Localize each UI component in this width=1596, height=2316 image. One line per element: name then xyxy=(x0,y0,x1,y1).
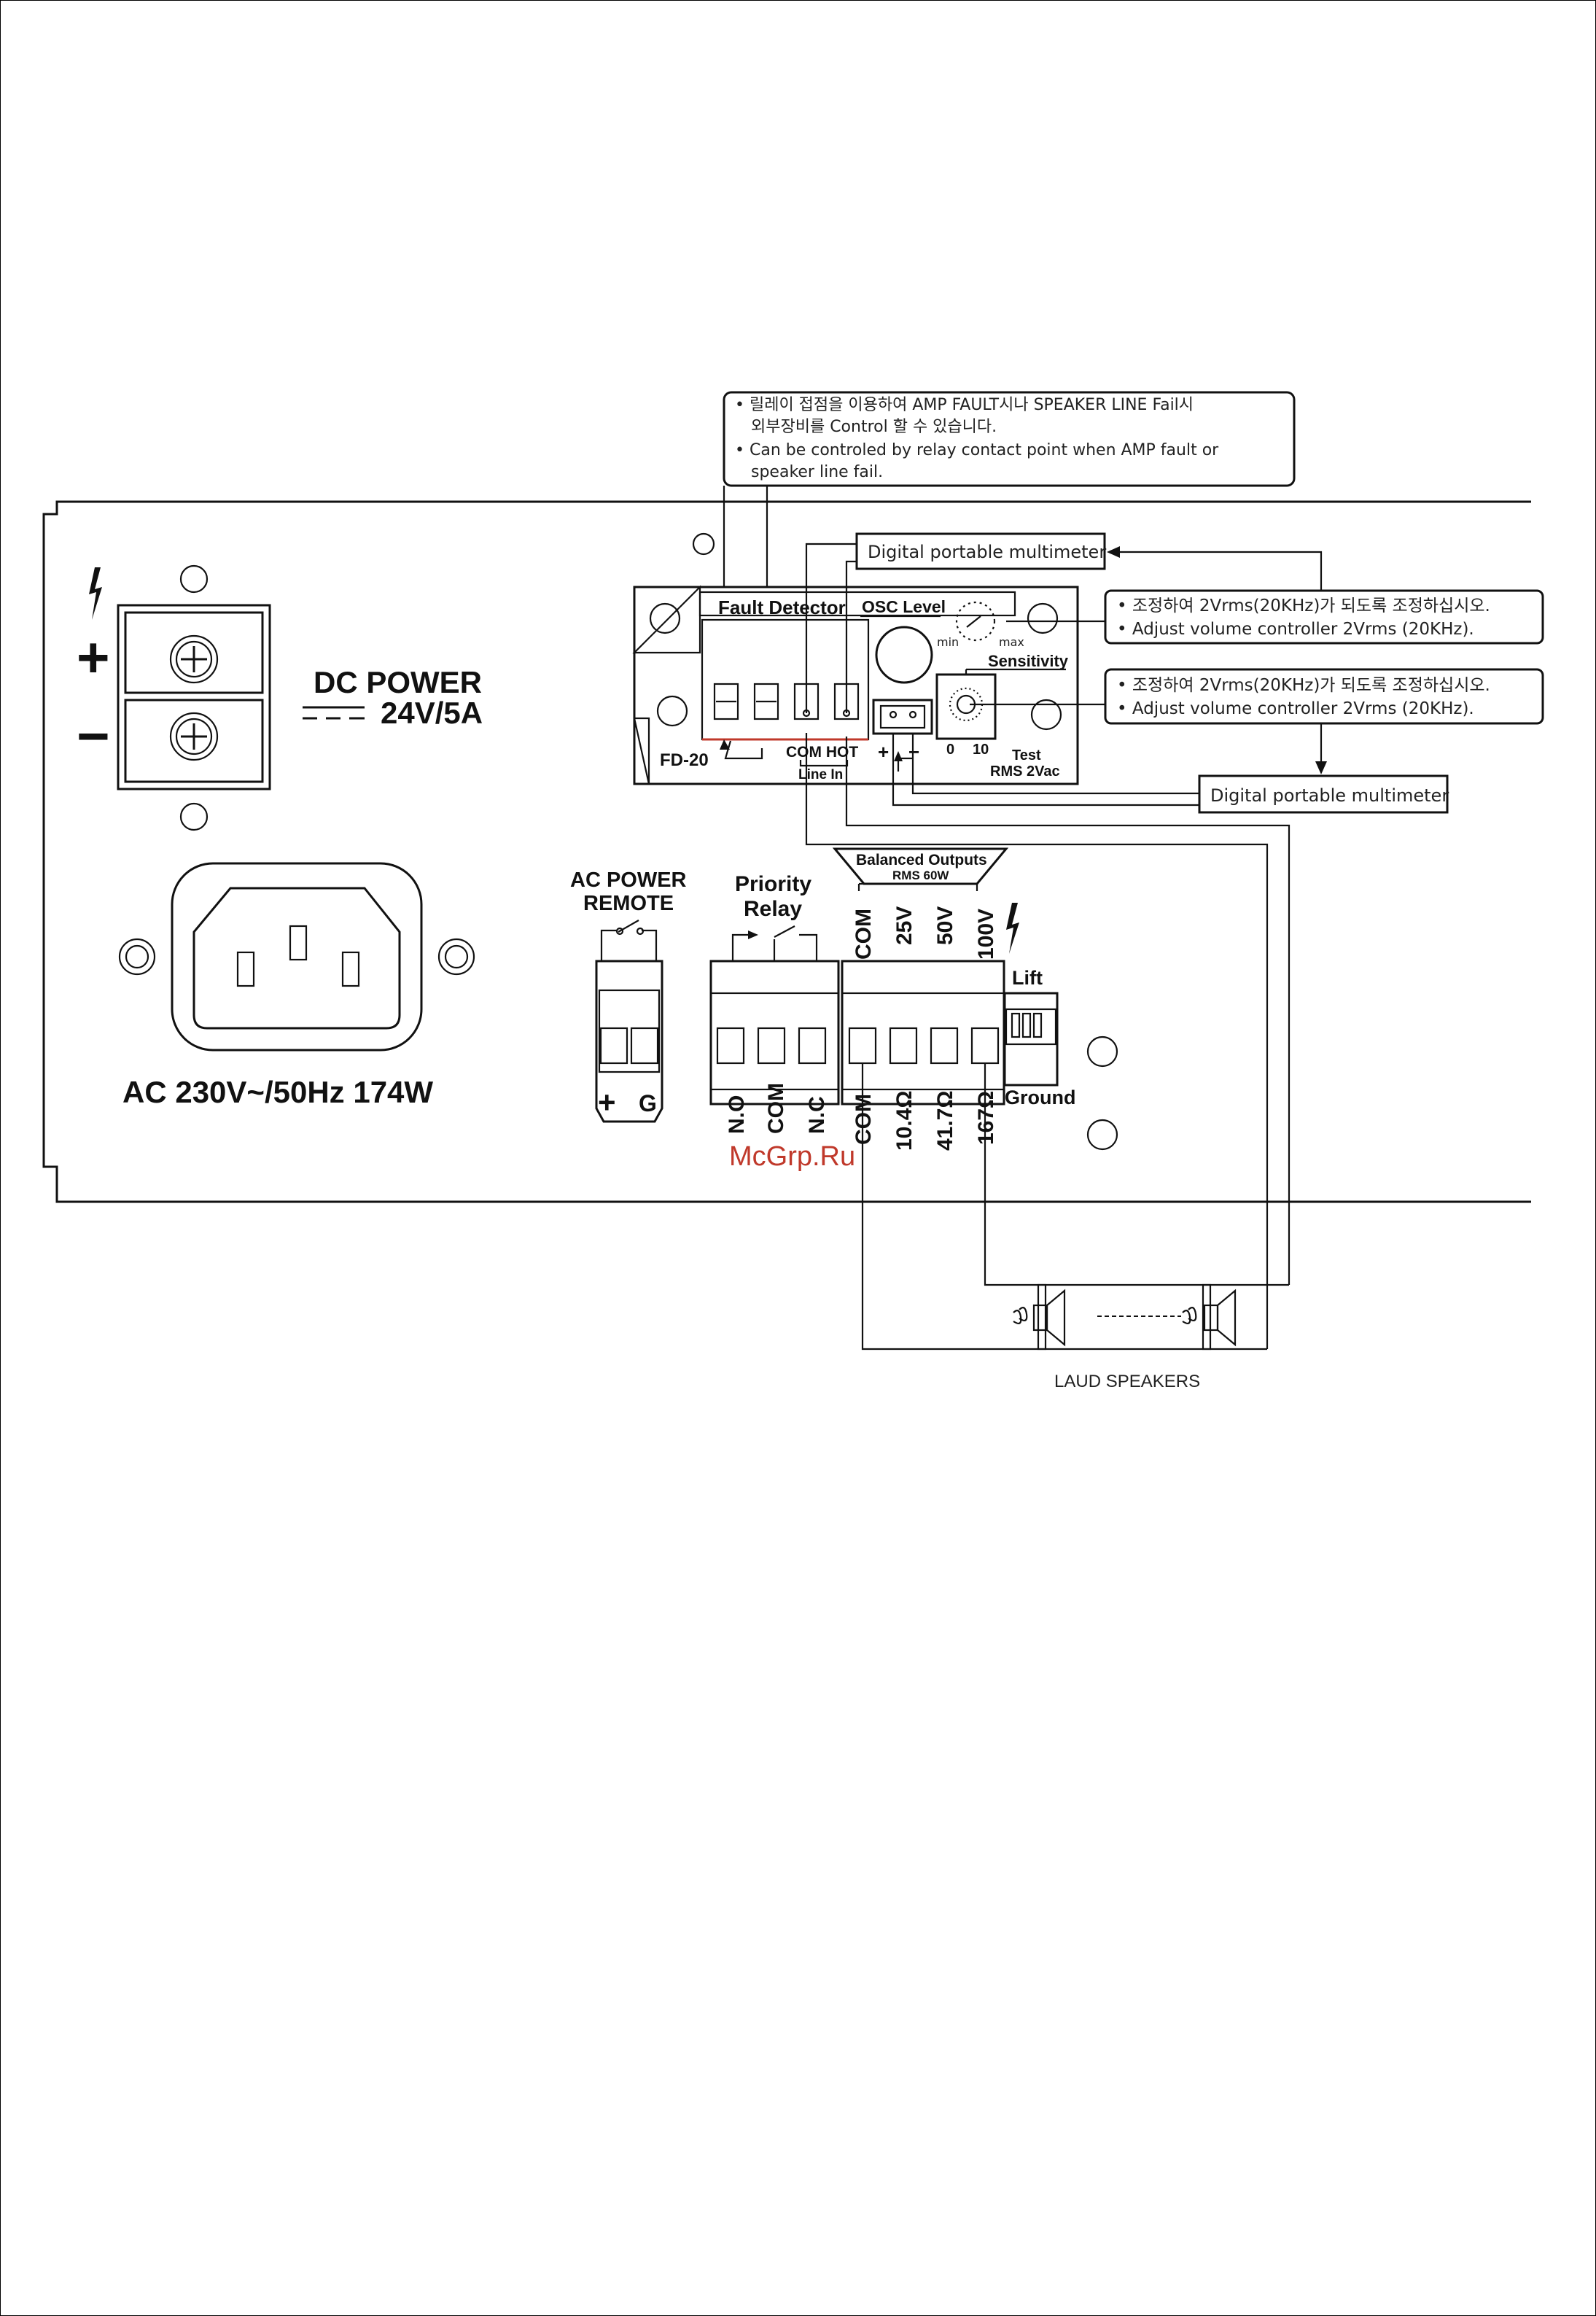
ac-remote-line1: AC POWER xyxy=(570,868,687,892)
output-bottom-10-4: 10.4Ω xyxy=(892,1091,916,1151)
relay-note-en-1: • Can be controled by relay contact poin… xyxy=(735,441,1219,459)
watermark-text: McGrp.Ru xyxy=(729,1141,855,1172)
terminal-com-relay-label: COM xyxy=(764,1083,788,1134)
priority-relay-line1: Priority xyxy=(735,872,811,896)
test-label: Test xyxy=(1012,747,1041,763)
ground-label: Ground xyxy=(1005,1087,1075,1108)
priority-relay: Priority Relay xyxy=(709,872,840,1105)
balanced-outputs-rms: RMS 60W xyxy=(892,868,949,882)
dc-power-title: DC POWER xyxy=(314,665,482,699)
osc-max-label: max xyxy=(999,635,1024,649)
dc-power-block: + − DC POWER 24V/5A xyxy=(77,564,483,831)
output-bottom-com: COM xyxy=(852,1094,876,1145)
relay-control-note: • 릴레이 접점을 이용하여 AMP FAULT시나 SPEAKER LINE … xyxy=(723,391,1296,707)
output-top-25v: 25V xyxy=(892,906,916,945)
adjust-note-osc-en: • Adjust volume controller 2Vrms (20KHz)… xyxy=(1117,620,1474,639)
multimeter-box-bottom: Digital portable multimeter xyxy=(1198,774,1449,814)
relay-note-ko-2: 외부장비를 Control 할 수 있습니다. xyxy=(751,418,997,436)
ac-remote-line2: REMOTE xyxy=(583,892,674,915)
dc-power-rating: 24V/5A xyxy=(381,696,483,730)
osc-min-label: min xyxy=(937,635,959,649)
ac-rating-label: AC 230V~/50Hz 174W xyxy=(122,1075,433,1109)
sens-zero-label: 0 xyxy=(946,742,954,758)
output-top-com: COM xyxy=(852,909,876,960)
balanced-outputs-title: Balanced Outputs xyxy=(856,852,987,868)
priority-relay-line2: Relay xyxy=(744,897,802,921)
output-top-100v: 100V xyxy=(974,909,998,960)
terminal-nc-label: N.C xyxy=(805,1096,829,1134)
rear-panel-outline xyxy=(42,500,1531,1203)
balanced-outputs: Balanced Outputs RMS 60W COM 25V 50V 100… xyxy=(832,847,1019,1151)
sensitivity-label: Sensitivity xyxy=(988,652,1069,670)
adjust-note-sensitivity: • 조정하여 2Vrms(20KHz)가 되도록 조정하십시오. • Adjus… xyxy=(1104,668,1544,774)
multimeter-box-top: Digital portable multimeter xyxy=(855,532,1323,594)
terminal-no-label: N.O xyxy=(725,1095,749,1134)
fd20-model-label: FD-20 xyxy=(660,750,709,770)
ac-remote-g: G xyxy=(639,1090,657,1116)
loud-speakers: LAUD SPEAKERS xyxy=(1013,1283,1237,1391)
adjust-note-sens-ko: • 조정하여 2Vrms(20KHz)가 되도록 조정하십시오. xyxy=(1117,676,1490,695)
multimeter-label-bottom: Digital portable multimeter xyxy=(1210,785,1449,806)
lightning-icon-dc xyxy=(89,567,102,620)
dc-minus-sign: − xyxy=(77,704,110,768)
sens-ten-label: 10 xyxy=(973,742,989,758)
wiring-lines xyxy=(805,543,1291,1351)
osc-level-label: OSC Level xyxy=(862,597,946,616)
rms-2vac-label: RMS 2Vac xyxy=(990,763,1060,780)
ac-inlet: AC 230V~/50Hz 174W xyxy=(118,862,475,1109)
relay-note-ko-1: • 릴레이 접점을 이용하여 AMP FAULT시나 SPEAKER LINE … xyxy=(735,396,1194,414)
relay-terminal-labels: N.O COM N.C xyxy=(725,1083,829,1134)
lightning-icon-output xyxy=(1006,903,1019,954)
com-hot-label: COM HOT xyxy=(786,744,858,761)
laud-speakers-label: LAUD SPEAKERS xyxy=(1054,1372,1200,1391)
output-bottom-167: 167Ω xyxy=(974,1091,998,1145)
fault-detector-title: Fault Detector xyxy=(718,597,846,618)
adjust-note-osc-ko: • 조정하여 2Vrms(20KHz)가 되도록 조정하십시오. xyxy=(1117,597,1490,615)
adjust-note-sens-en: • Adjust volume controller 2Vrms (20KHz)… xyxy=(1117,699,1474,718)
output-top-50v: 50V xyxy=(933,906,957,945)
lift-label: Lift xyxy=(1012,967,1043,989)
test-minus-sign: − xyxy=(908,741,919,763)
line-in-label: Line In xyxy=(798,767,843,782)
test-plus-sign: + xyxy=(878,741,889,763)
relay-note-en-2: speaker line fail. xyxy=(751,463,883,481)
adjust-note-osc: • 조정하여 2Vrms(20KHz)가 되도록 조정하십시오. • Adjus… xyxy=(1104,589,1544,645)
multimeter-label-top: Digital portable multimeter xyxy=(868,542,1106,562)
lift-ground-switch: Lift Ground xyxy=(1003,967,1118,1151)
fault-detector-module: Fault Detector OSC Level min max Sensiti… xyxy=(632,532,1079,785)
dc-plus-sign: + xyxy=(77,625,110,689)
ac-remote-plus: + xyxy=(598,1085,616,1119)
output-bottom-41-7: 41.7Ω xyxy=(933,1091,957,1151)
ac-power-remote: AC POWER REMOTE + G xyxy=(570,868,687,1123)
